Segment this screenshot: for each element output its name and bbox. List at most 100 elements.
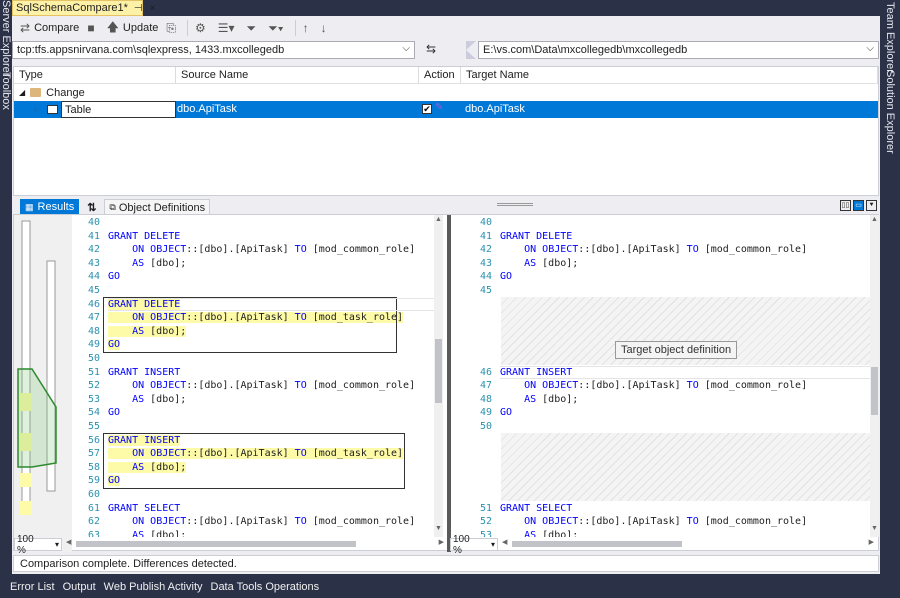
code-text: ON OBJECT::[dbo].[ApiTask] TO [mod_commo…	[524, 516, 808, 528]
missing-block-hatch	[501, 433, 876, 501]
grid-header: Type Source Name Action Target Name	[14, 67, 878, 84]
update-button[interactable]: 🡅Update	[103, 18, 163, 38]
line-number: 53	[479, 529, 492, 537]
tab-output[interactable]: Output	[62, 581, 96, 593]
table-row[interactable]: › Table dbo.ApiTask ✔ ✎ dbo.ApiTask	[14, 101, 878, 118]
column-source-name[interactable]: Source Name	[176, 67, 419, 83]
scroll-thumb[interactable]	[871, 367, 878, 415]
difference-block[interactable]	[103, 432, 405, 489]
filter-options-button[interactable]: ⏷▾	[264, 18, 291, 38]
chevron-down-icon[interactable]: ⌵	[866, 43, 874, 54]
tab-results-label: Results	[37, 201, 75, 213]
scroll-right-icon[interactable]: ▶	[868, 539, 874, 546]
difference-block[interactable]	[103, 296, 397, 353]
scroll-right-icon[interactable]: ▶	[438, 539, 444, 546]
tab-error-list[interactable]: Error List	[10, 581, 55, 593]
line-number: 44	[87, 271, 100, 283]
bottom-tab-strip: ▦Results ⇅ ⧉Object Definitions	[20, 199, 211, 215]
source-zoom-select[interactable]: 100 %▾	[14, 534, 62, 556]
row-source-cell: dbo.ApiTask	[177, 103, 237, 115]
code-text: AS [dbo];	[132, 529, 187, 537]
code-text: AS [dbo];	[108, 325, 187, 337]
document-tab-bar: SqlSchemaCompare1* ⊣ ×	[12, 0, 880, 16]
sort-toggle-button[interactable]: ⇅	[79, 199, 104, 215]
action-checkbox[interactable]: ✔	[422, 104, 432, 114]
column-action[interactable]: Action	[419, 67, 461, 83]
scroll-left-icon[interactable]: ◀	[502, 539, 508, 546]
code-line: 57 ON OBJECT::[dbo].[ApiTask] TO [mod_ta…	[72, 447, 404, 461]
stacked-layout-icon[interactable]: ▭	[853, 200, 864, 211]
server-explorer-tab[interactable]: Server Explorer	[0, 0, 12, 77]
scroll-thumb[interactable]	[435, 339, 442, 403]
code-text: AS [dbo];	[524, 529, 579, 537]
code-text: GO	[108, 407, 121, 419]
row-type-cell: Table	[61, 101, 176, 118]
swap-source-target-button[interactable]: ⇆	[416, 41, 476, 59]
scroll-thumb[interactable]	[76, 541, 356, 547]
group-row-change[interactable]: ◢ Change	[14, 84, 878, 101]
stop-button[interactable]: ■	[83, 18, 102, 38]
collapse-panel-icon[interactable]: ⯆	[866, 200, 877, 211]
close-icon[interactable]: ×	[149, 2, 156, 14]
code-line: 60	[72, 488, 108, 502]
compare-button[interactable]: ⇄Compare	[16, 18, 83, 38]
column-type[interactable]: Type	[14, 67, 176, 83]
code-line: 62 ON OBJECT::[dbo].[ApiTask] TO [mod_co…	[72, 515, 415, 529]
collapse-caret-icon[interactable]: ◢	[19, 88, 26, 97]
options-button[interactable]: ⚙	[191, 18, 214, 38]
code-text: GRANT DELETE	[500, 230, 573, 242]
chevron-down-icon[interactable]: ⌵	[402, 43, 410, 54]
pin-icon[interactable]: ⊣	[133, 2, 143, 14]
viewport-indicator[interactable]	[17, 368, 57, 468]
target-vertical-scrollbar[interactable]: ▲ ▼	[870, 215, 879, 537]
code-line	[464, 447, 500, 461]
chevron-down-icon: ▾	[54, 540, 59, 549]
side-by-side-layout-icon[interactable]: ▯▯	[840, 200, 851, 211]
toolbox-tab[interactable]: Toolbox	[0, 72, 12, 110]
filter-button[interactable]: ⏷	[243, 18, 265, 38]
next-change-button[interactable]: ↓	[317, 18, 335, 38]
left-tool-strip: Server Explorer Toolbox	[0, 0, 12, 110]
row-target-cell: dbo.ApiTask	[465, 103, 525, 115]
tab-object-definitions[interactable]: ⧉Object Definitions	[104, 199, 211, 215]
target-zoom-select[interactable]: 100 %▾	[450, 534, 498, 556]
target-connection-select[interactable]: E:\vs.com\Data\mxcollegedb\mxcollegedb ⌵	[478, 41, 879, 59]
document-tab-schema-compare[interactable]: SqlSchemaCompare1* ⊣ ×	[12, 0, 155, 16]
tool-window-tabs: Error List Output Web Publish Activity D…	[0, 577, 327, 597]
source-vertical-scrollbar[interactable]: ▲ ▼	[434, 215, 443, 537]
code-text: GRANT INSERT	[108, 366, 181, 378]
scroll-down-icon[interactable]: ▼	[435, 525, 442, 532]
scroll-left-icon[interactable]: ◀	[66, 539, 72, 546]
team-explorer-tab[interactable]: Team Explorer	[884, 2, 896, 73]
pane-divider[interactable]	[447, 215, 451, 552]
column-target-name[interactable]: Target Name	[461, 67, 878, 83]
source-horizontal-scrollbar[interactable]: ◀ ▶	[66, 539, 444, 549]
previous-change-button[interactable]: ↑	[299, 18, 317, 38]
scroll-thumb[interactable]	[512, 541, 682, 547]
source-connection-select[interactable]: tcp:tfs.appsnirvana.com\sqlexpress, 1433…	[12, 41, 415, 59]
scroll-down-icon[interactable]: ▼	[871, 525, 878, 532]
tab-results[interactable]: ▦Results	[20, 199, 80, 215]
scroll-up-icon[interactable]: ▲	[871, 216, 878, 223]
tab-data-tools-operations[interactable]: Data Tools Operations	[210, 581, 320, 593]
tab-web-publish-activity[interactable]: Web Publish Activity	[103, 581, 203, 593]
difference-overview-gutter[interactable]	[14, 215, 72, 552]
chevron-right-icon[interactable]: ›	[34, 104, 37, 114]
scroll-up-icon[interactable]: ▲	[435, 216, 442, 223]
line-number: 43	[87, 257, 100, 269]
target-horizontal-scrollbar[interactable]: ◀ ▶	[502, 539, 874, 549]
solution-explorer-tab[interactable]: Solution Explorer	[884, 70, 896, 154]
code-line: 58 AS [dbo];	[72, 461, 187, 475]
group-results-button[interactable]: ☰▾	[214, 18, 243, 38]
generate-script-button[interactable]: ⎘	[162, 18, 184, 38]
splitter-grip[interactable]	[497, 203, 533, 206]
line-number: 40	[479, 217, 492, 228]
line-number: 61	[87, 502, 100, 514]
